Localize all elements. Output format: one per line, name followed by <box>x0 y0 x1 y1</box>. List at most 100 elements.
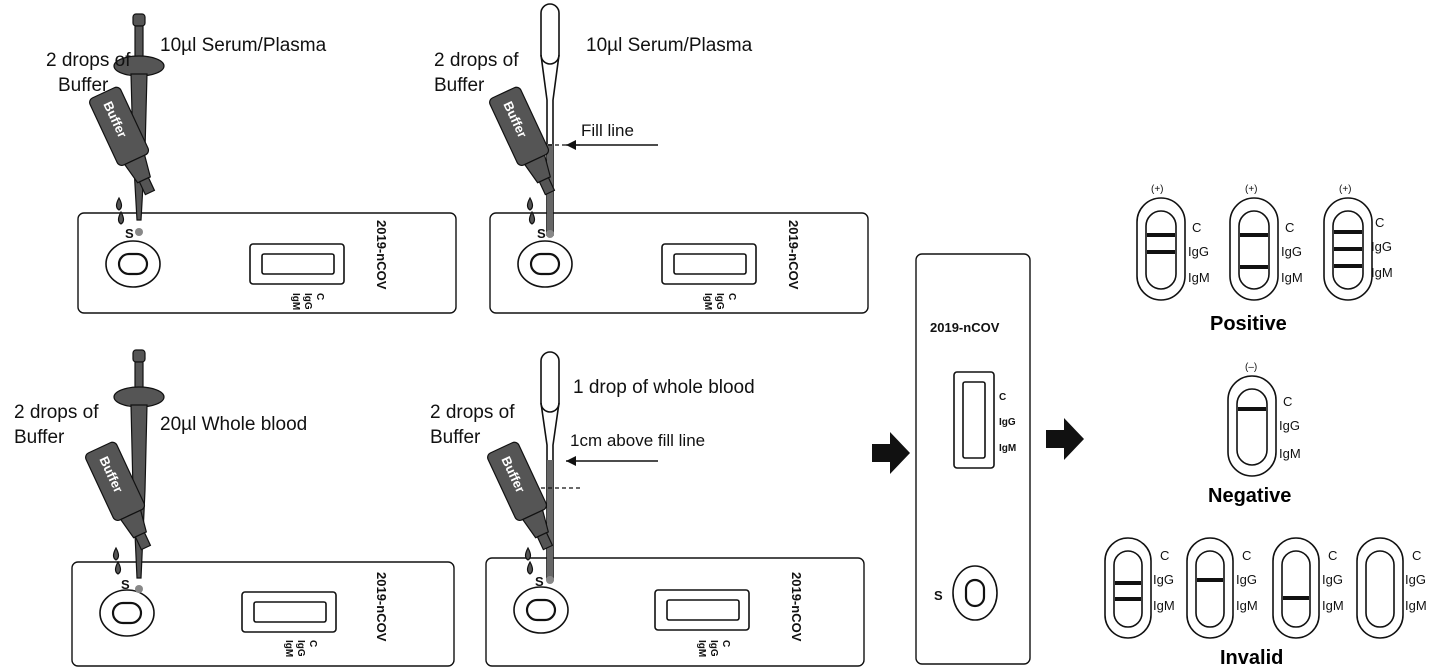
plunger-rod <box>134 361 144 391</box>
panel-bottom-left: C IgG IgM 2019-nCOV Buffer S 20µl Whole … <box>14 349 455 667</box>
igg-line <box>1197 578 1223 582</box>
label-igg: IgG <box>1281 244 1302 259</box>
label-igm: IgM <box>1322 598 1344 613</box>
line-label-igg: IgG <box>302 293 313 310</box>
device-name: 2019-nCOV <box>786 220 801 290</box>
result-strip-inner <box>1238 210 1270 290</box>
cassette-label-igg: IgG <box>999 417 1016 428</box>
line-label-c: C <box>726 293 737 300</box>
result-strip-outer <box>1186 537 1234 639</box>
label-igg: IgG <box>1371 239 1392 254</box>
buffer-drop <box>526 196 534 211</box>
buffer-label-line1: 2 drops of <box>14 402 99 423</box>
label-igg: IgG <box>1405 572 1426 587</box>
cassette-device-name: 2019-nCOV <box>930 320 1000 335</box>
cassette-well <box>952 565 998 621</box>
buffer-bottle: Buffer <box>487 441 554 551</box>
cassette-body <box>915 253 1031 665</box>
buffer-label-line1: 2 drops of <box>434 50 519 71</box>
control-line <box>1240 233 1268 237</box>
plunger-rod <box>134 25 144 59</box>
pipette-bulb <box>540 351 560 413</box>
sample-well-inner <box>529 252 561 276</box>
device-name: 2019-nCOV <box>374 220 389 290</box>
line-label-igg: IgG <box>714 293 725 310</box>
label-igg: IgG <box>1153 572 1174 587</box>
cassette-label-c: C <box>999 392 1006 403</box>
sample-well <box>513 586 569 634</box>
label-igm: IgM <box>1279 446 1301 461</box>
buffer-drop <box>112 546 120 561</box>
test-device <box>77 212 457 314</box>
arrow-right-icon <box>1046 418 1084 460</box>
label-c: C <box>1283 394 1292 409</box>
result-strip-outer <box>1104 537 1152 639</box>
result-positive: (+) C IgG IgM (+) C IgG IgM (+) C IgG Ig… <box>1136 184 1393 335</box>
sample-drop <box>135 228 143 236</box>
label-c: C <box>1412 548 1421 563</box>
result-strip-outer <box>1323 197 1373 301</box>
positive-title: Positive <box>1210 313 1287 335</box>
panel-bottom-right: C IgG IgM 2019-nCOV 1cm above fill line … <box>430 351 865 667</box>
result-window-inner <box>261 253 335 275</box>
result-strip-inner <box>1236 388 1268 466</box>
igm-line <box>1115 597 1141 601</box>
line-label-igg: IgG <box>708 640 719 657</box>
buffer-bottle: Buffer <box>89 86 156 196</box>
buffer-drop <box>524 546 532 561</box>
sample-mark: S <box>125 226 134 241</box>
result-window-inner <box>253 601 327 623</box>
cassette-vertical: 2019-nCOV C IgG IgM S <box>915 253 1031 665</box>
buffer-label-line2: Buffer <box>14 427 65 448</box>
fill-line-label: Fill line <box>581 121 634 140</box>
panel-top-left: C IgG IgM 2019-nCOV Buffer S 10µl Serum/… <box>46 13 457 314</box>
result-strip-inner <box>1332 210 1364 290</box>
line-label-igm: IgM <box>702 293 713 310</box>
plunger-cap <box>132 13 146 27</box>
arrow-right-icon <box>872 432 910 474</box>
result-window <box>661 243 757 285</box>
line-label-igg: IgG <box>295 640 306 657</box>
sample-volume-label: 1 drop of whole blood <box>573 377 755 398</box>
buffer-label-line2: Buffer <box>434 75 485 96</box>
result-strip-outer <box>1136 197 1186 301</box>
negative-title: Negative <box>1208 485 1291 507</box>
test-device <box>485 557 865 667</box>
test-device <box>489 212 869 314</box>
sample-volume-label: 10µl Serum/Plasma <box>160 35 327 56</box>
test-device <box>71 561 455 667</box>
label-igg: IgG <box>1188 244 1209 259</box>
sample-drop <box>135 585 143 593</box>
label-igg: IgG <box>1236 572 1257 587</box>
sample-mark: S <box>121 577 130 592</box>
invalid-title: Invalid <box>1220 647 1283 669</box>
igg-line <box>1115 581 1141 585</box>
control-line <box>1334 230 1362 234</box>
igg-line <box>1147 250 1175 254</box>
label-igg: IgG <box>1322 572 1343 587</box>
result-strip-inner <box>1365 550 1395 628</box>
arrowhead <box>566 140 576 150</box>
result-strip-inner <box>1195 550 1225 628</box>
cassette-label-igm: IgM <box>999 443 1016 454</box>
line-label-c: C <box>314 293 325 300</box>
result-window-inner <box>666 599 740 621</box>
sample-drop <box>546 576 554 584</box>
label-igg: IgG <box>1279 418 1300 433</box>
label-c: C <box>1192 220 1201 235</box>
igm-line <box>1334 264 1362 268</box>
sample-volume-label: 20µl Whole blood <box>160 414 307 435</box>
result-strip-inner <box>1281 550 1311 628</box>
control-line <box>1238 407 1266 411</box>
sample-well-inner <box>111 601 143 625</box>
buffer-label-line2: Buffer <box>430 427 481 448</box>
sign-label: (+) <box>1151 184 1164 195</box>
cassette-sample-mark: S <box>934 588 943 603</box>
arrowhead <box>566 456 576 466</box>
label-c: C <box>1375 215 1384 230</box>
sample-mark: S <box>535 574 544 589</box>
sample-volume-label: 10µl Serum/Plasma <box>586 35 753 56</box>
result-strip-outer <box>1227 375 1277 477</box>
line-label-igm: IgM <box>290 293 301 310</box>
